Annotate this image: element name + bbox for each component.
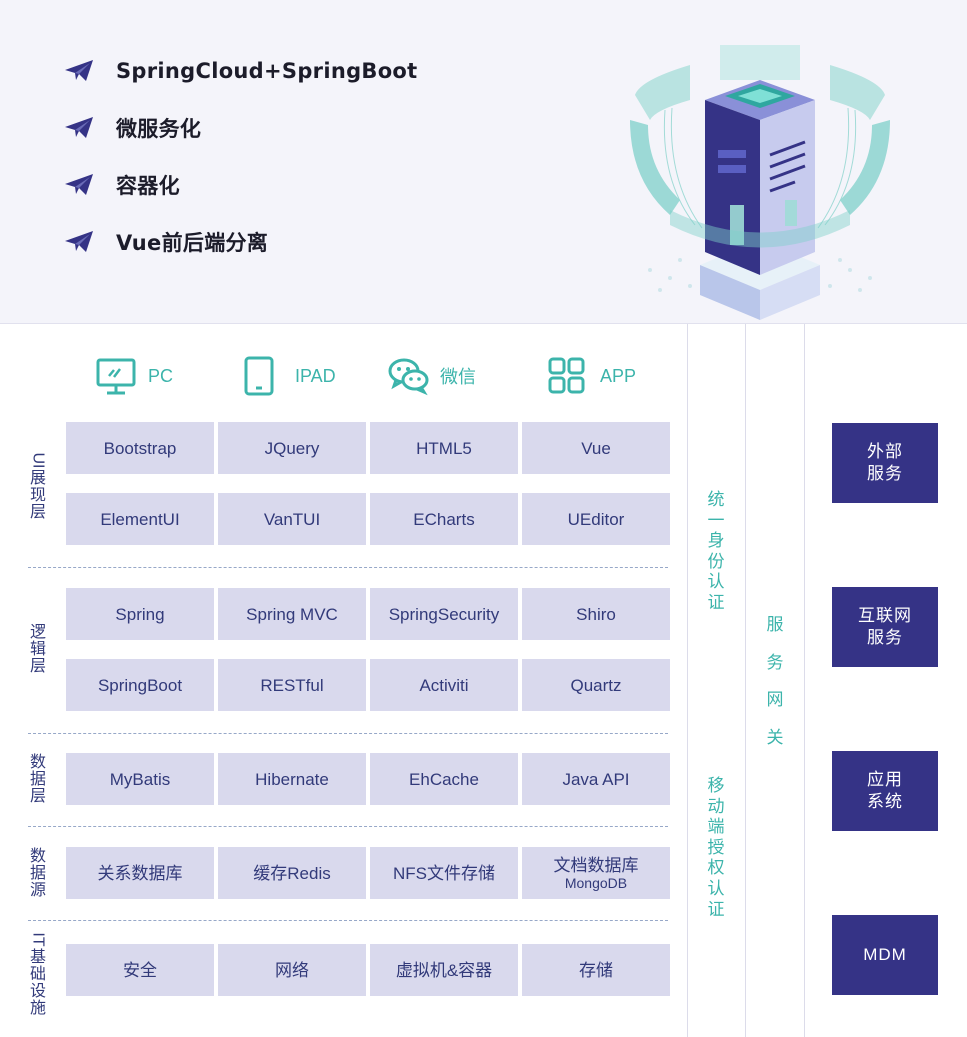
tech-cell: Hibernate [218, 753, 366, 805]
tech-cell: VanTUI [218, 493, 366, 545]
tech-cell: Bootstrap [66, 422, 214, 474]
tech-cell: UEditor [522, 493, 670, 545]
divider [687, 324, 688, 1037]
tech-cell: Java API [522, 753, 670, 805]
tech-cell: 缓存Redis [218, 847, 366, 899]
layer-label-datasource: 数 据 源 [29, 848, 46, 899]
layer-label-logic: 逻 辑 层 [29, 624, 46, 675]
tech-cell: 存储 [522, 944, 670, 996]
feature-text: Vue前后端分离 [116, 231, 269, 255]
service-box-mdm: MDM [832, 915, 938, 995]
paper-plane-icon [65, 174, 93, 195]
tech-cell: SpringSecurity [370, 588, 518, 640]
divider [745, 324, 746, 1037]
tech-cell: 安全 [66, 944, 214, 996]
tech-cell: NFS文件存储 [370, 847, 518, 899]
tech-cell: Vue [522, 422, 670, 474]
tech-cell: 虚拟机&容器 [370, 944, 518, 996]
feature-item: 微服务化 [64, 113, 201, 143]
layer-label-ui: UI 展 现 层 [29, 452, 47, 522]
wechat-icon [388, 358, 429, 396]
monitor-icon [96, 358, 136, 395]
tech-cell: RESTful [218, 659, 366, 711]
layer-divider [28, 920, 668, 921]
layer-divider [28, 826, 668, 827]
layer-label-infrastructure: IT 基 础 设 施 [29, 932, 47, 1017]
tech-cell: Quartz [522, 659, 670, 711]
service-box-external: 外部 服务 [832, 423, 938, 503]
layer-divider [28, 733, 668, 734]
architecture-diagram: PC IPAD 微信 APP UI 展 现 层 B [0, 324, 967, 1037]
client-label: IPAD [295, 365, 336, 386]
service-gateway: 服 务 网 关 [766, 615, 784, 748]
paper-plane-icon [65, 231, 93, 252]
app-grid-icon [548, 357, 585, 394]
tech-cell: Activiti [370, 659, 518, 711]
client-pc: PC [96, 356, 173, 396]
client-label: PC [148, 365, 174, 386]
server-illustration [630, 45, 890, 320]
layer-label-data: 数 据 层 [29, 754, 46, 805]
paper-plane-icon [65, 60, 93, 81]
feature-text: 微服务化 [116, 117, 202, 141]
feature-item: Vue前后端分离 [64, 227, 268, 257]
tech-cell: 文档数据库 MongoDB [522, 847, 670, 899]
tablet-icon [244, 356, 274, 396]
client-label: 微信 [440, 367, 476, 387]
tech-cell: JQuery [218, 422, 366, 474]
client-app: APP [548, 356, 636, 396]
feature-text: SpringCloud+SpringBoot [116, 59, 418, 83]
tech-cell: 网络 [218, 944, 366, 996]
tech-cell: MyBatis [66, 753, 214, 805]
tech-cell-sub: MongoDB [564, 874, 628, 891]
tech-cell: ECharts [370, 493, 518, 545]
tech-cell: EhCache [370, 753, 518, 805]
tech-cell: ElementUI [66, 493, 214, 545]
client-wechat: 微信 [388, 356, 476, 396]
client-ipad: IPAD [243, 356, 336, 396]
layer-divider [28, 567, 668, 568]
header-panel: SpringCloud+SpringBoot 微服务化 容器化 Vue前后端分离 [0, 0, 967, 324]
tech-cell: Spring MVC [218, 588, 366, 640]
feature-item: SpringCloud+SpringBoot [64, 56, 418, 86]
tech-cell: 关系数据库 [66, 847, 214, 899]
tech-cell: SpringBoot [66, 659, 214, 711]
divider [804, 324, 805, 1037]
service-box-internet: 互联网 服务 [832, 587, 938, 667]
client-label: APP [600, 365, 637, 386]
tech-cell: Shiro [522, 588, 670, 640]
tech-cell: HTML5 [370, 422, 518, 474]
tech-cell: Spring [66, 588, 214, 640]
tech-cell-main: 文档数据库 [553, 855, 639, 875]
paper-plane-icon [65, 117, 93, 138]
unified-identity-auth: 统 一 身 份 认 证 [707, 490, 725, 612]
feature-item: 容器化 [64, 170, 180, 200]
feature-text: 容器化 [116, 174, 180, 198]
service-box-application: 应用 系统 [832, 751, 938, 831]
mobile-auth: 移 动 端 授 权 认 证 [707, 776, 725, 919]
